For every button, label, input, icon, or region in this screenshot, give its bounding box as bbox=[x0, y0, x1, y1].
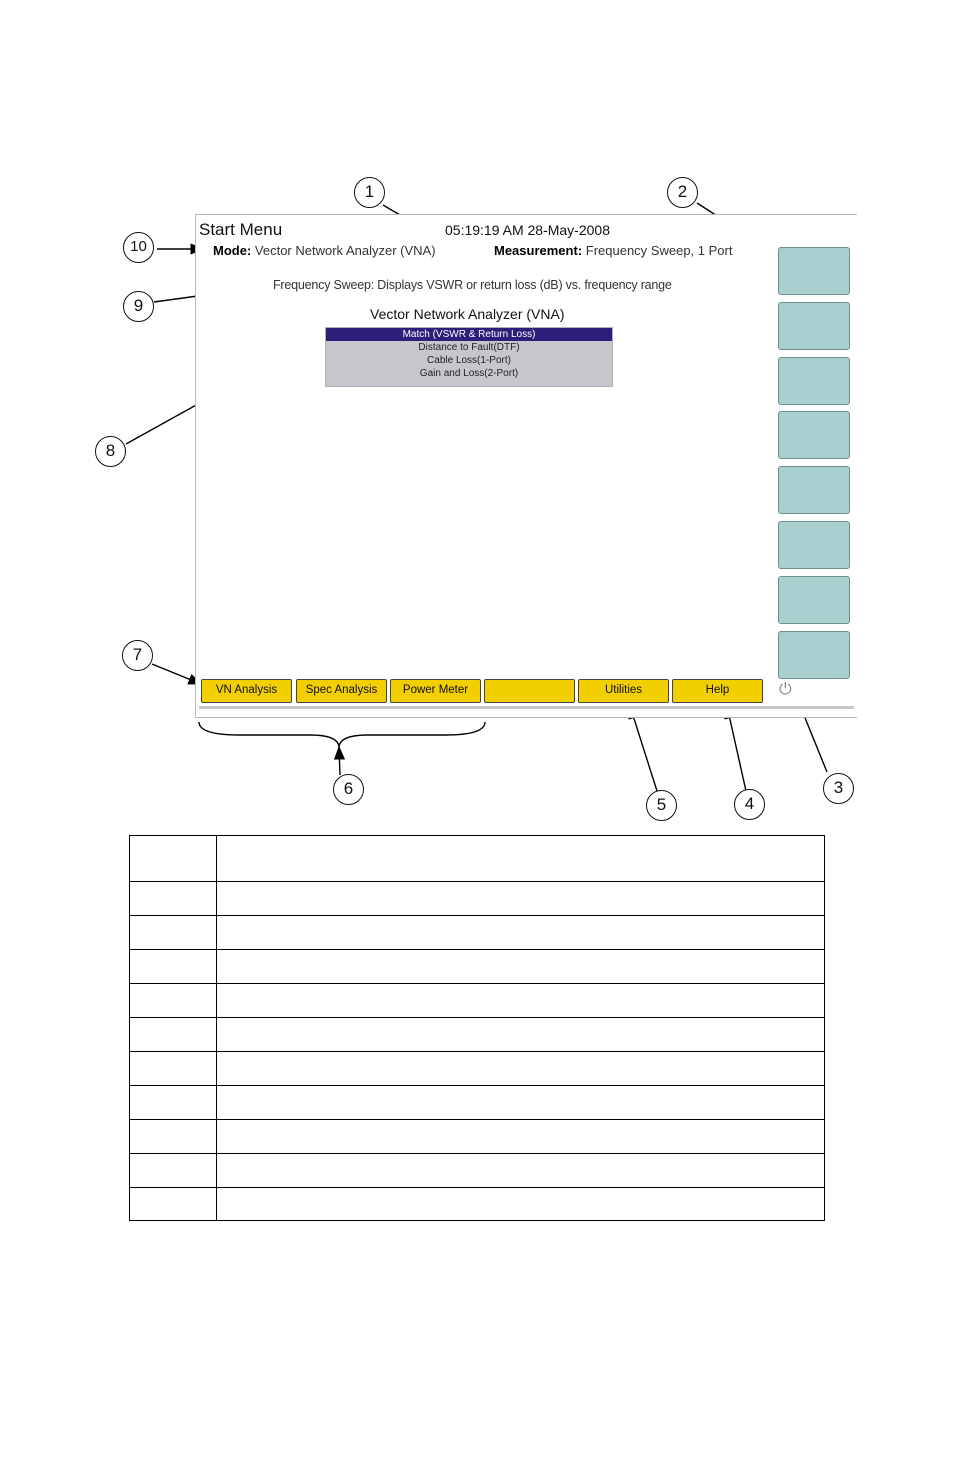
arrow-7 bbox=[151, 663, 203, 685]
callout-7: 7 bbox=[122, 640, 153, 671]
list-item[interactable]: Gain and Loss(2-Port) bbox=[419, 368, 519, 379]
soft-key-6[interactable] bbox=[778, 521, 850, 569]
measurement-description: Frequency Sweep: Displays VSWR or return… bbox=[273, 278, 672, 292]
soft-key-5[interactable] bbox=[778, 466, 850, 514]
measurement-value: Frequency Sweep, 1 Port bbox=[585, 243, 733, 258]
table-row bbox=[129, 881, 825, 916]
spec-analysis-button[interactable]: Spec Analysis bbox=[296, 679, 387, 703]
list-item[interactable]: Distance to Fault(DTF) bbox=[418, 342, 520, 353]
list-item[interactable]: Cable Loss(1-Port) bbox=[427, 355, 511, 366]
clock-readout: 05:19:19 AM 28-May-2008 bbox=[445, 222, 610, 238]
list-item[interactable]: Match (VSWR & Return Loss) bbox=[326, 328, 612, 341]
callout-9: 9 bbox=[123, 291, 154, 322]
table-row bbox=[129, 983, 825, 1018]
arrow-6 bbox=[333, 745, 346, 776]
brace-6 bbox=[198, 721, 486, 748]
table-row bbox=[129, 1187, 825, 1221]
soft-key-2[interactable] bbox=[778, 302, 850, 350]
arrow-4 bbox=[724, 704, 747, 792]
plug-icon: ⏻ bbox=[779, 681, 792, 698]
soft-key-1[interactable] bbox=[778, 247, 850, 295]
mode-value: Vector Network Analyzer (VNA) bbox=[254, 243, 436, 258]
mode-label: Mode: bbox=[213, 243, 252, 258]
help-button[interactable]: Help bbox=[672, 679, 763, 703]
measurement-label: Measurement: bbox=[494, 243, 583, 258]
callout-4: 4 bbox=[734, 789, 765, 820]
menu-heading: Vector Network Analyzer (VNA) bbox=[370, 306, 565, 322]
arrow-5 bbox=[628, 704, 658, 792]
table-row bbox=[129, 1153, 825, 1188]
table-row bbox=[129, 1017, 825, 1052]
measurement-line: Measurement: Frequency Sweep, 1 Port bbox=[494, 243, 732, 258]
vn-analysis-button[interactable]: VN Analysis bbox=[201, 679, 292, 703]
callout-10: 10 bbox=[123, 232, 154, 263]
callout-8: 8 bbox=[95, 436, 126, 467]
table-row bbox=[129, 1085, 825, 1120]
callout-5: 5 bbox=[646, 790, 677, 821]
callout-6: 6 bbox=[333, 774, 364, 805]
callout-2: 2 bbox=[667, 177, 698, 208]
utilities-button[interactable]: Utilities bbox=[578, 679, 669, 703]
mode-line: Mode: Vector Network Analyzer (VNA) bbox=[213, 243, 436, 258]
screen-title: Start Menu bbox=[199, 220, 283, 239]
callout-1: 1 bbox=[354, 177, 385, 208]
table-row bbox=[129, 835, 825, 882]
table-row bbox=[129, 1119, 825, 1154]
status-bar-divider bbox=[199, 706, 854, 709]
blank-main-key[interactable] bbox=[484, 679, 575, 703]
table-row bbox=[129, 915, 825, 950]
instrument-screen bbox=[195, 214, 857, 718]
soft-key-8[interactable] bbox=[778, 631, 850, 679]
soft-key-7[interactable] bbox=[778, 576, 850, 624]
power-meter-button[interactable]: Power Meter bbox=[390, 679, 481, 703]
measurement-list[interactable]: Match (VSWR & Return Loss) Distance to F… bbox=[325, 327, 613, 387]
soft-key-3[interactable] bbox=[778, 357, 850, 405]
table-row bbox=[129, 949, 825, 984]
soft-key-4[interactable] bbox=[778, 411, 850, 459]
callout-reference-table bbox=[129, 835, 825, 1221]
table-row bbox=[129, 1051, 825, 1086]
callout-3: 3 bbox=[823, 773, 854, 804]
